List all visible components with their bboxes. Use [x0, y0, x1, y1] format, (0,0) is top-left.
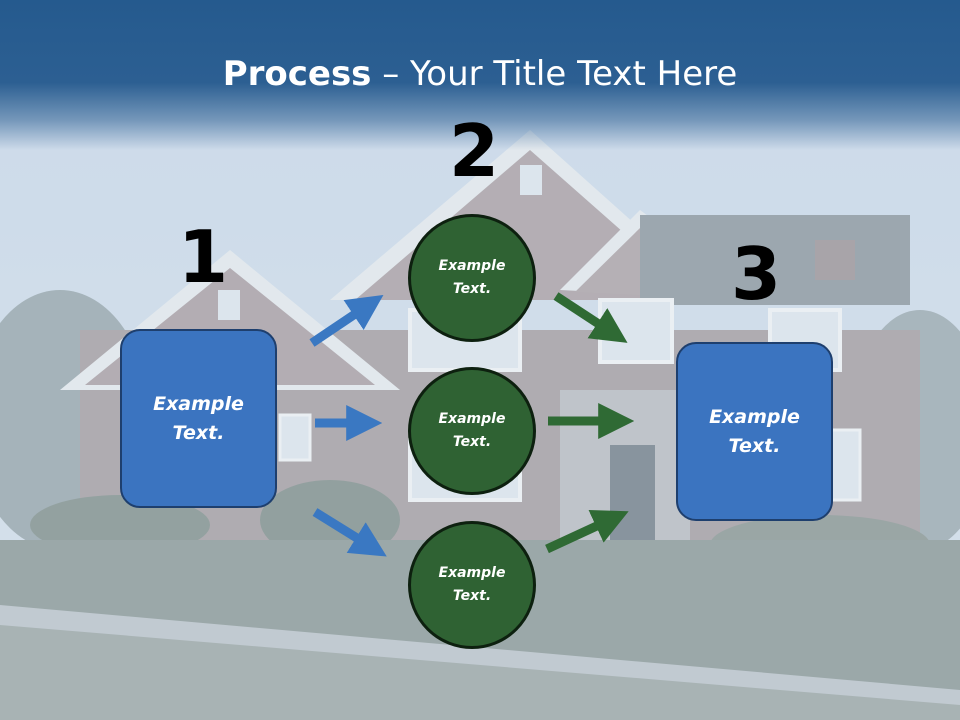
title-bold: Process — [222, 54, 372, 94]
arrow-bottom-to-3 — [545, 509, 629, 554]
circle-top-text: Example Text. — [438, 258, 506, 297]
title-bar — [0, 0, 960, 150]
title-rest: – Your Title Text Here — [371, 54, 738, 94]
step-number-2: 2 — [449, 109, 500, 193]
step-1-text: Example Text. — [153, 392, 244, 444]
circle-middle-text: Example Text. — [438, 411, 506, 450]
step-3-box: Example Text. — [676, 342, 833, 521]
arrow-top-to-3 — [553, 292, 628, 343]
step-2-circle-top: Example Text. — [408, 214, 536, 342]
circle-bottom-text: Example Text. — [438, 565, 506, 604]
step-3-text: Example Text. — [709, 405, 800, 457]
page-title: Process – Your Title Text Here — [0, 52, 960, 96]
arrow-1-to-bottom — [312, 508, 387, 557]
step-number-3: 3 — [731, 232, 782, 316]
step-number-1: 1 — [178, 215, 229, 299]
arrow-1-to-top — [309, 294, 384, 347]
step-2-circle-middle: Example Text. — [408, 367, 536, 495]
step-2-circle-bottom: Example Text. — [408, 521, 536, 649]
step-1-box: Example Text. — [120, 329, 277, 508]
